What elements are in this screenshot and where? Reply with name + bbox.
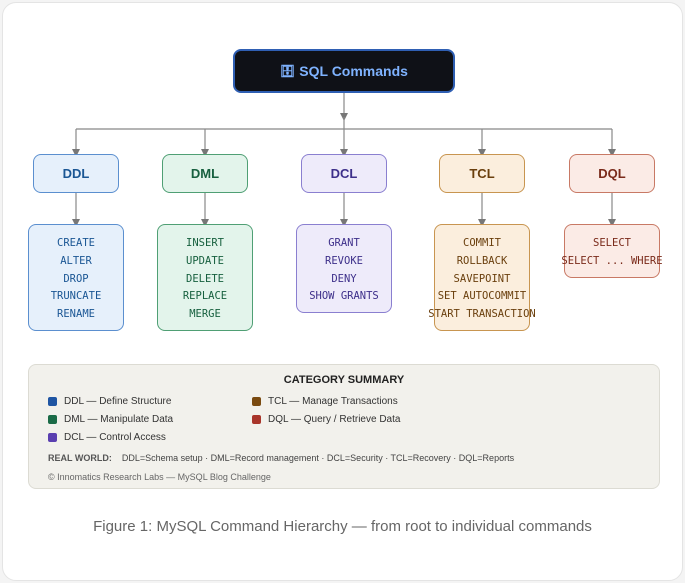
legend-label: DQL — Query / Retrieve Data	[268, 414, 401, 425]
command-item: REPLACE	[182, 290, 228, 303]
command-item: ROLLBACK	[456, 254, 508, 267]
legend-swatch	[48, 415, 57, 424]
command-item: TRUNCATE	[50, 290, 102, 303]
legend-item-dcl: DCL — Control Access	[48, 432, 166, 443]
tcl-commands-box: COMMIT ROLLBACK SAVEPOINT SET AUTOCOMMIT…	[428, 224, 536, 331]
legend-item-ddl: DDL — Define Structure	[48, 396, 171, 407]
command-item: DROP	[63, 272, 89, 285]
legend-item-dql: DQL — Query / Retrieve Data	[252, 414, 400, 425]
command-item: MERGE	[189, 308, 221, 321]
legend-label: TCL — Manage Transactions	[268, 396, 398, 407]
ddl-commands-box: CREATE ALTER DROP TRUNCATE RENAME	[28, 224, 124, 331]
legend-label: DML — Manipulate Data	[64, 414, 174, 425]
figure-caption: Figure 1: MySQL Command Hierarchy — from…	[93, 518, 592, 535]
category-label: DCL	[330, 166, 358, 181]
summary-title: CATEGORY SUMMARY	[283, 374, 405, 386]
command-item: SET AUTOCOMMIT	[437, 290, 527, 303]
command-item: RENAME	[57, 308, 95, 321]
category-label: DDL	[62, 166, 90, 181]
command-item: DENY	[331, 272, 357, 285]
legend-swatch	[48, 397, 57, 406]
root-label: SQL Commands	[299, 63, 408, 79]
real-world-text: DDL=Schema setup · DML=Record management…	[121, 453, 515, 463]
command-item: CREATE	[57, 237, 95, 249]
credit-line: © Innomatics Research Labs — MySQL Blog …	[48, 472, 271, 482]
category-label: DML	[190, 166, 220, 181]
command-item: SAVEPOINT	[453, 272, 511, 285]
category-label: DQL	[598, 166, 626, 181]
command-item: UPDATE	[186, 254, 224, 267]
category-label: TCL	[469, 166, 495, 181]
category-dml: DML	[162, 154, 248, 193]
legend-label: DDL — Define Structure	[64, 396, 172, 407]
command-item: SELECT	[593, 237, 631, 249]
category-summary-panel: CATEGORY SUMMARY DDL — Define Structure …	[28, 364, 660, 489]
command-item: ALTER	[60, 254, 92, 267]
category-dcl: DCL	[301, 154, 387, 193]
dql-commands-box: SELECT SELECT ... WHERE	[561, 224, 663, 278]
database-icon: 🗄	[280, 64, 296, 78]
real-world-note: REAL WORLD: DDL=Schema setup · DML=Record…	[48, 453, 514, 463]
category-ddl: DDL	[33, 154, 119, 193]
dcl-commands-box: GRANT REVOKE DENY SHOW GRANTS	[296, 224, 392, 313]
legend-swatch	[48, 433, 57, 442]
command-item: SHOW GRANTS	[309, 290, 379, 303]
legend-item-dml: DML — Manipulate Data	[48, 414, 173, 425]
command-item: INSERT	[186, 237, 224, 249]
legend-swatch	[252, 397, 261, 406]
command-item: DELETE	[186, 272, 224, 285]
command-item: SELECT ... WHERE	[561, 254, 663, 267]
command-item: GRANT	[328, 237, 360, 249]
dml-commands-box: INSERT UPDATE DELETE REPLACE MERGE	[157, 224, 253, 331]
command-item: START TRANSACTION	[428, 308, 536, 321]
real-world-label: REAL WORLD:	[48, 453, 112, 463]
command-item: COMMIT	[463, 237, 501, 249]
command-item: REVOKE	[325, 254, 363, 267]
legend-swatch	[252, 415, 261, 424]
category-tcl: TCL	[439, 154, 525, 193]
legend-item-tcl: TCL — Manage Transactions	[252, 396, 398, 407]
legend-label: DCL — Control Access	[64, 432, 166, 443]
root-node: 🗄 SQL Commands	[233, 49, 455, 93]
category-dql: DQL	[569, 154, 655, 193]
